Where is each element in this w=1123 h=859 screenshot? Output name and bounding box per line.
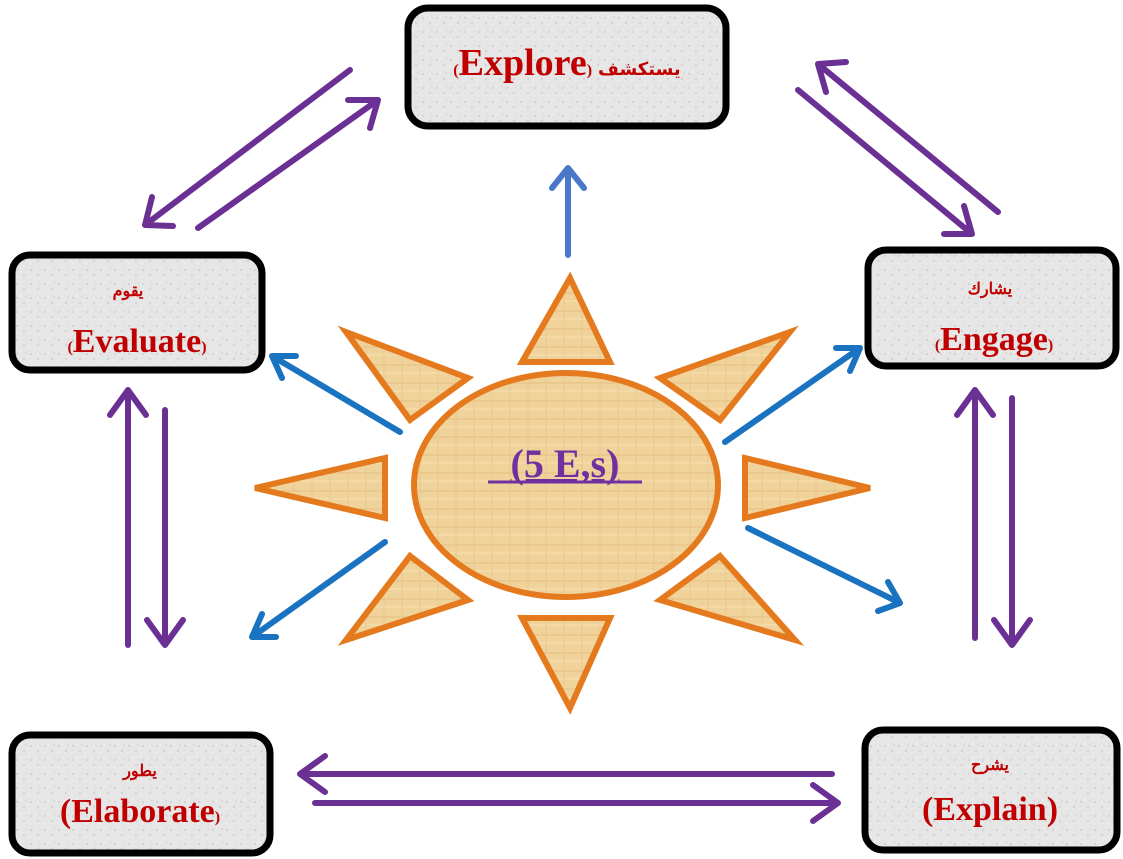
- arrow-to-explain: [312, 782, 841, 824]
- explain-label: (Explain): [922, 791, 1058, 828]
- node-explore: (Explore) يستكشف: [404, 4, 730, 130]
- evaluate-close-paren: ): [201, 339, 206, 356]
- explain-english: Explain: [933, 791, 1046, 828]
- blue-arrow-upleft: [269, 353, 403, 435]
- evaluate-arabic: يقوم: [113, 283, 144, 301]
- arrow-to-explore-right: [815, 59, 1001, 215]
- blue-arrow-downright: [745, 525, 903, 614]
- elaborate-english: Elaborate: [71, 793, 215, 830]
- arrow-up-to-engage: [954, 387, 996, 641]
- sun-ray: [516, 271, 615, 365]
- arrow-to-explore: [195, 97, 381, 231]
- arrow-down-to-elaborate: [144, 407, 186, 648]
- sun-ray: [337, 551, 475, 646]
- arrow-down-to-explain: [991, 395, 1033, 648]
- explain-open-paren: (: [922, 791, 933, 828]
- evaluate-box: [8, 251, 266, 374]
- sun-ray: [337, 325, 475, 425]
- elaborate-label: (Elaborate): [60, 793, 220, 830]
- blue-arrow-upright: [722, 345, 863, 445]
- blue-arrows: [249, 165, 903, 640]
- sun-ray: [517, 615, 615, 715]
- evaluate-open-paren: (: [67, 339, 72, 356]
- evaluate-english: Evaluate: [73, 323, 201, 360]
- explore-label: (Explore) يستكشف: [453, 42, 680, 84]
- explain-arabic: يشرح: [971, 757, 1009, 775]
- sun-ray: [653, 551, 805, 646]
- evaluate-label: (Evaluate): [67, 323, 206, 360]
- sun-ray: [742, 454, 871, 522]
- explore-box: [404, 4, 730, 130]
- node-evaluate: يقوم (Evaluate): [8, 251, 266, 374]
- node-explain: يشرح (Explain): [861, 726, 1121, 854]
- arrow-to-engage: [795, 87, 975, 237]
- engage-box: [864, 246, 1120, 370]
- node-engage: يشارك (Engage): [864, 246, 1120, 370]
- engage-open-paren: (: [935, 337, 940, 354]
- center-label: (5 E,s): [511, 441, 620, 486]
- engage-english: Engage: [940, 321, 1048, 358]
- elaborate-arabic: يطور: [122, 763, 157, 781]
- blue-arrow-downleft: [249, 539, 388, 640]
- explore-arabic: يستكشف: [598, 59, 681, 80]
- sun-rays: [254, 271, 871, 715]
- sun-center: [411, 370, 721, 600]
- arrow-to-evaluate: [142, 67, 353, 229]
- elaborate-close-paren: ): [215, 809, 220, 826]
- node-elaborate: يطور (Elaborate): [8, 731, 274, 857]
- sun-ray: [653, 325, 799, 425]
- elaborate-box: [8, 731, 274, 857]
- engage-close-paren: ): [1048, 337, 1053, 354]
- blue-arrow-up: [549, 165, 587, 258]
- explore-english: Explore: [459, 42, 587, 84]
- engage-arabic: يشارك: [968, 281, 1013, 299]
- sun-ray: [254, 454, 388, 522]
- elaborate-open-paren: (: [60, 793, 71, 830]
- arrow-to-elaborate: [297, 753, 835, 795]
- purple-arrows: [107, 59, 1033, 824]
- engage-label: (Engage): [935, 321, 1053, 358]
- explain-box: [861, 726, 1121, 854]
- explore-open-paren: (: [453, 62, 458, 79]
- arrow-up-to-evaluate: [107, 387, 149, 648]
- explore-close-paren: ): [587, 62, 592, 79]
- explain-close-paren: ): [1047, 791, 1058, 828]
